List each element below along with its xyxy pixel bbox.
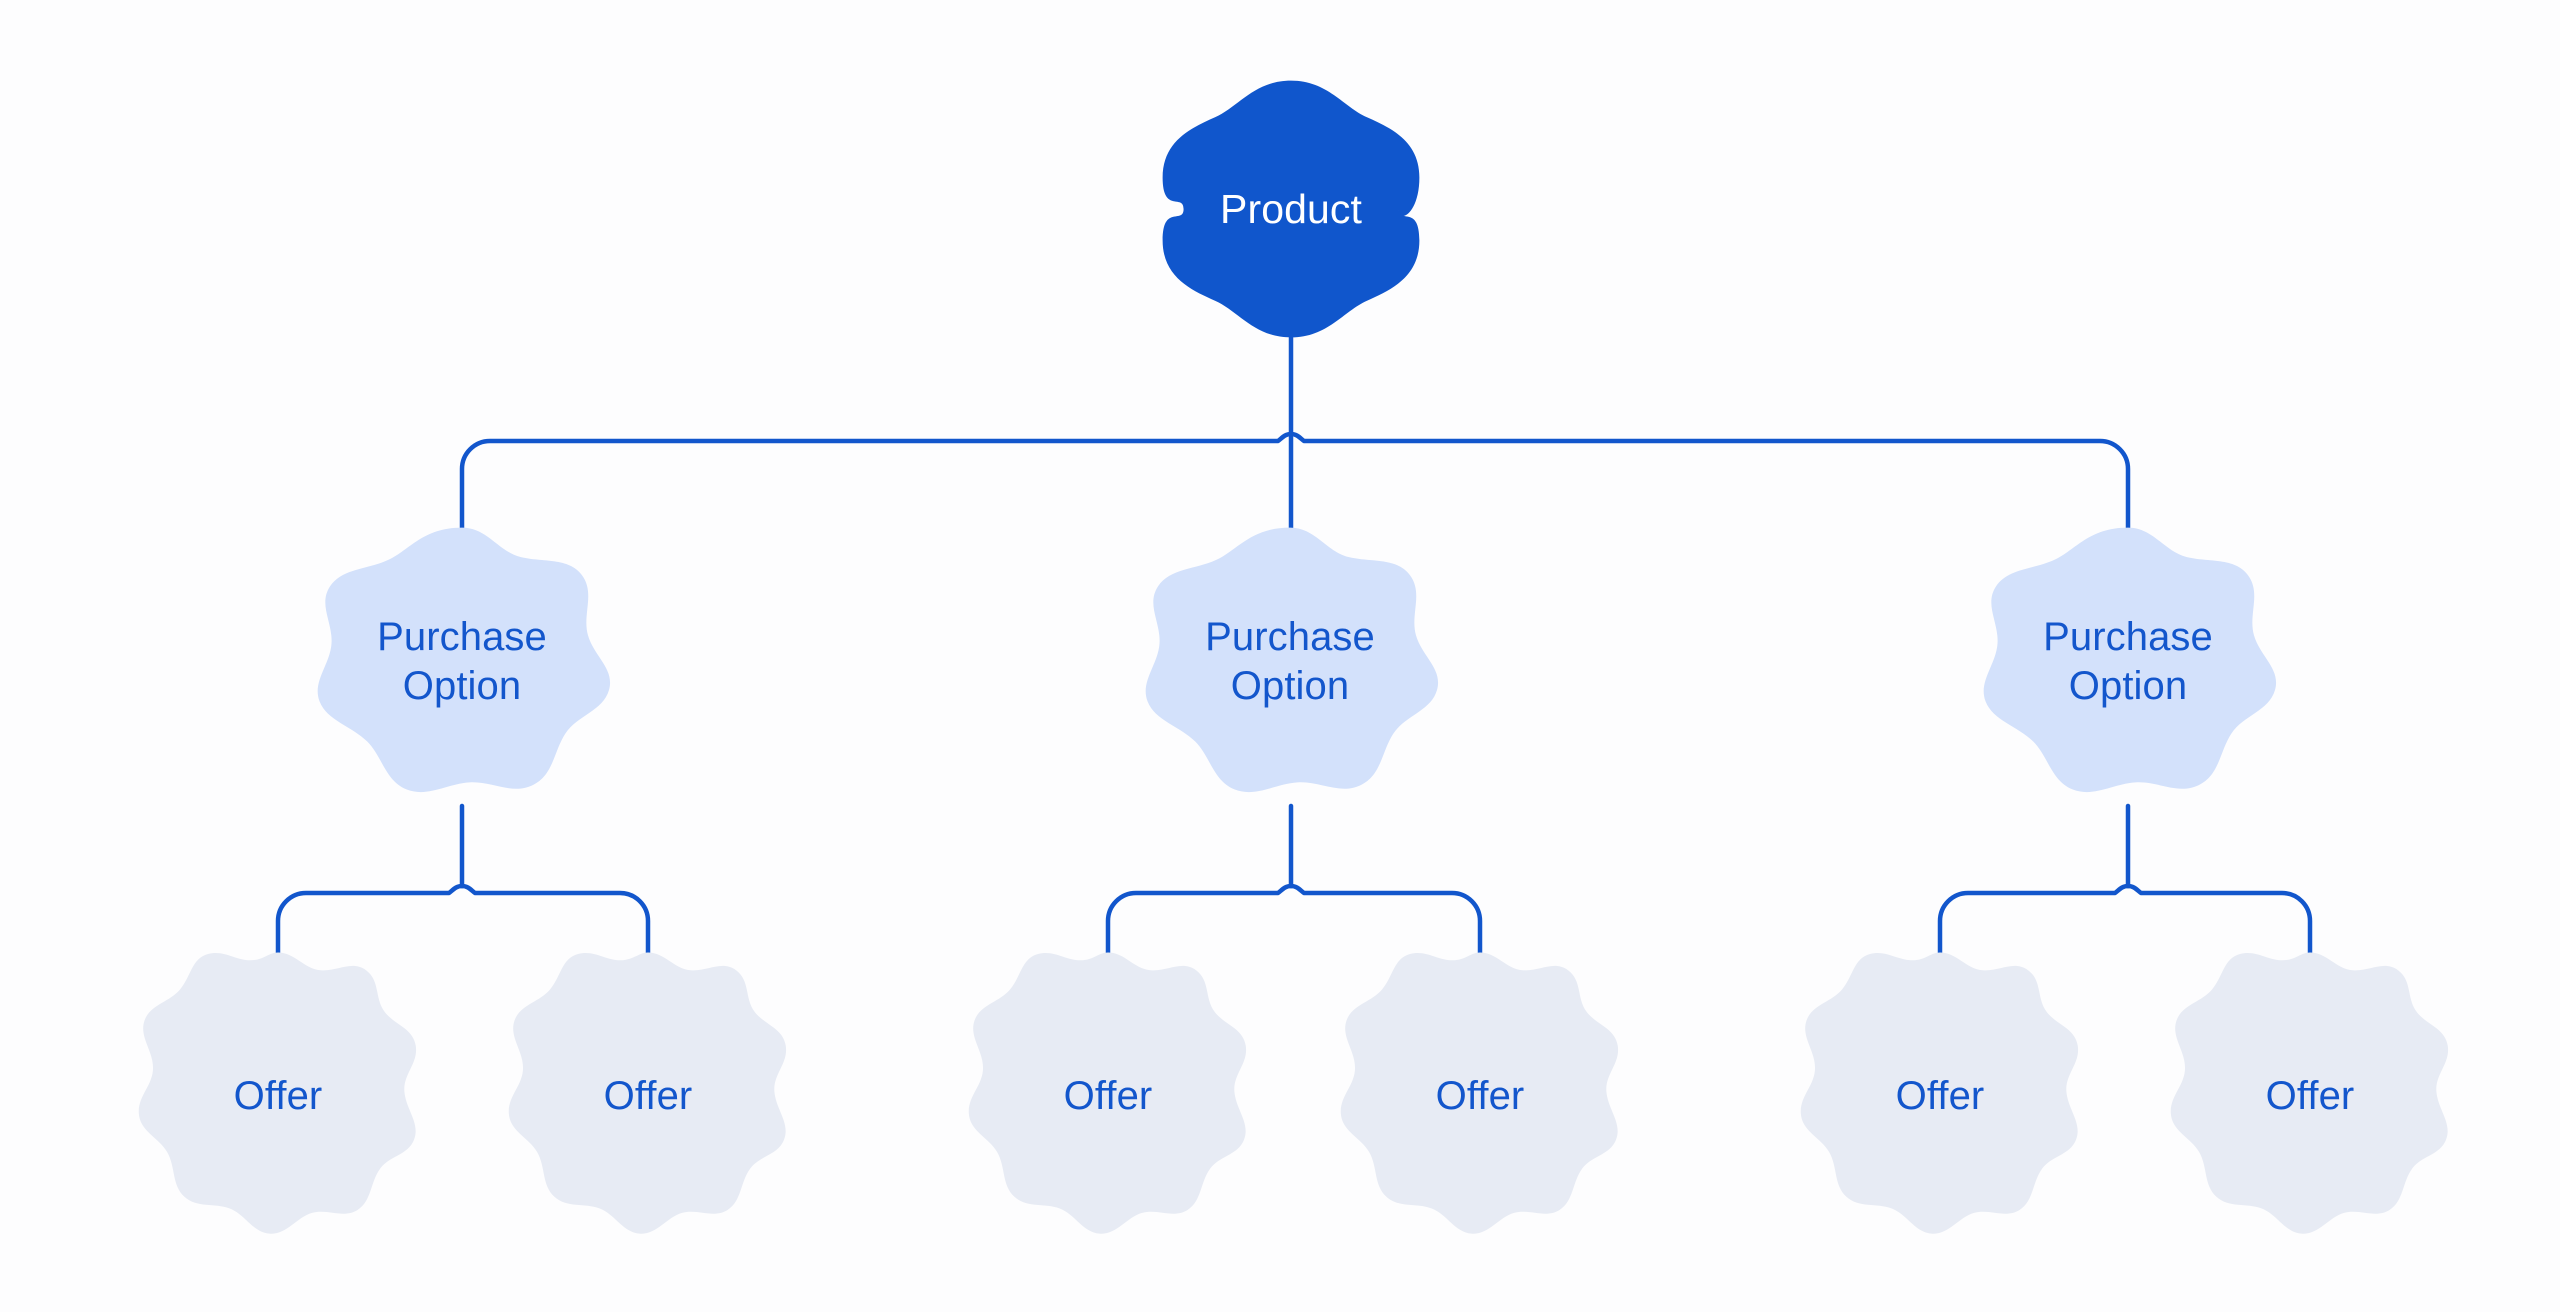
offer-blob-icon bbox=[968, 952, 1247, 1234]
node-offer-1[interactable]: Offer bbox=[136, 948, 420, 1244]
purchase-option-blob-icon bbox=[1983, 527, 2277, 793]
node-offer-label: Offer bbox=[603, 1073, 693, 1118]
node-purchase-option-2[interactable]: Purchase Option bbox=[1140, 522, 1440, 802]
node-product[interactable]: Product bbox=[1160, 78, 1422, 340]
node-offer-5[interactable]: Offer bbox=[1798, 948, 2082, 1244]
offer-blob-icon bbox=[1800, 952, 2079, 1234]
node-purchase-option-1[interactable]: Purchase Option bbox=[312, 522, 612, 802]
offer-blob-icon bbox=[2170, 952, 2449, 1234]
offer-blob-icon bbox=[508, 952, 787, 1234]
node-offer-label: Offer bbox=[233, 1073, 323, 1118]
node-offer-2[interactable]: Offer bbox=[506, 948, 790, 1244]
offer-blob-icon bbox=[1340, 952, 1619, 1234]
node-product-label: Product bbox=[1220, 185, 1362, 232]
node-purchase-option-3[interactable]: Purchase Option bbox=[1978, 522, 2278, 802]
offer-blob-icon bbox=[138, 952, 417, 1234]
node-offer-label: Offer bbox=[1063, 1073, 1153, 1118]
node-offer-3[interactable]: Offer bbox=[966, 948, 1250, 1244]
node-offer-6[interactable]: Offer bbox=[2168, 948, 2452, 1244]
node-purchase-option-label: Purchase Option bbox=[1205, 615, 1375, 708]
purchase-option-blob-icon bbox=[1145, 527, 1439, 793]
node-purchase-option-label: Purchase Option bbox=[377, 615, 547, 708]
product-blob-icon bbox=[1162, 80, 1420, 338]
node-offer-label: Offer bbox=[1435, 1073, 1525, 1118]
node-purchase-option-label: Purchase Option bbox=[2043, 615, 2213, 708]
node-offer-label: Offer bbox=[2265, 1073, 2355, 1118]
purchase-option-blob-icon bbox=[317, 527, 611, 793]
node-offer-4[interactable]: Offer bbox=[1338, 948, 1622, 1244]
node-offer-label: Offer bbox=[1895, 1073, 1985, 1118]
